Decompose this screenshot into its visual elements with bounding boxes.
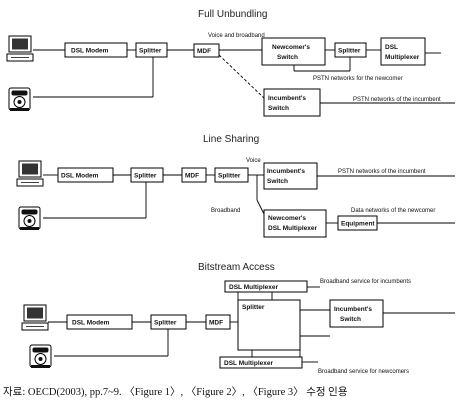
line-sharing-title: Line Sharing [203,134,259,145]
incumbents-switch-box: Incumbent's Switch [263,88,321,117]
computer-icon [16,160,44,187]
mdf-label: MDF [185,173,199,180]
newcomers-switch-label-line1: Newcomer's [272,44,310,51]
incumbents-switch-label-line1: Incumbent's [267,168,305,175]
splitter-box: Splitter [334,42,367,58]
mdf-box: MDF [181,167,207,183]
newcomers-switch-box: Newcomer's Switch [261,37,326,66]
splitter-label: Splitter [134,173,157,180]
dsl-multiplexer-bottom-box: DSL Multiplexer [219,356,303,369]
computer-icon [21,304,49,331]
newcomers-dsl-multiplexer-label-line2: DSL Multiplexer [268,225,317,232]
pstn-incumbent-label: PSTN networks of the incumbent [338,169,426,175]
data-newcomer-label: Data networks of the newcomer [351,208,435,214]
incumbents-switch-box: Incumbent's Switch [329,299,384,328]
full-unbundling-title: Full Unbundling [198,9,268,20]
incumbents-switch-label-line2: Switch [268,105,289,112]
dsl-modem-box: DSL Modem [64,42,128,58]
voice-and-broadband-label: Voice and broadband [208,33,265,39]
incumbents-switch-label-line1: Incumbent's [268,95,306,102]
lines [43,174,455,224]
bitstream-splitter-box: Splitter [237,299,301,351]
splitter-label: Splitter [242,304,265,311]
voice-label: Voice [246,158,261,164]
splitter-label: Splitter [139,48,162,55]
mdf-label: MDF [209,320,223,327]
dsl-modem-label: DSL Modem [71,48,109,55]
broadband-newcomers-label: Broadband service for newcomers [318,369,409,375]
dsl-multiplexer-label-line2: Multiplexer [385,54,420,61]
bitstream-access-title: Bitstream Access [198,262,275,273]
source-caption: 자료: OECD(2003), pp.7~9. 〈Figure 1〉, 〈Fig… [3,387,348,398]
incumbents-switch-label-line2: Switch [267,178,288,185]
incumbents-switch-box: Incumbent's Switch [263,162,318,190]
dsl-modem-box: DSL Modem [57,167,114,183]
equipment-box: Equipment [337,215,378,231]
telephone-icon [18,206,41,231]
dsl-modem-box: DSL Modem [66,314,133,330]
telephone-icon [29,344,52,369]
newcomers-dsl-multiplexer-label-line1: Newcomer's [268,215,306,222]
incumbents-switch-label-line2: Switch [340,316,361,323]
mdf-box: MDF [205,314,231,330]
splitter-box: Splitter [130,167,164,183]
bitstream-access-diagram: Bitstream Access DSL Modem Spli [21,262,455,375]
pstn-incumbent-label: PSTN networks of the incumbent [353,97,441,103]
dsl-multiplexer-label: DSL Multiplexer [229,284,278,291]
dsl-multiplexer-box: DSL Multiplexer [380,37,426,66]
mdf-box: MDF [193,43,220,58]
telephone-icon [8,87,31,112]
lines [33,49,455,104]
computer-icon [6,35,34,62]
splitter-box: Splitter [150,314,187,330]
incumbents-switch-label-line1: Incumbent's [334,306,372,313]
splitter-box: Splitter [214,167,249,183]
lines [48,286,455,363]
newcomers-switch-label-line2: Switch [277,54,298,61]
splitter-box: Splitter [135,42,168,58]
line-sharing-diagram: Line Sharing DSL Modem Splitter [16,134,455,238]
full-unbundling-diagram: Full Unbundling DSL Modem Splitter [6,9,455,117]
mdf-label: MDF [197,48,211,55]
equipment-label: Equipment [341,221,375,228]
splitter-label: Splitter [338,48,361,55]
broadband-incumbents-label: Broadband service for incumbents [320,279,411,285]
broadband-label: Broadband [211,208,240,214]
dsl-modem-label: DSL Modem [61,173,99,180]
dsl-multiplexer-top-box: DSL Multiplexer [224,280,308,293]
newcomers-dsl-multiplexer-box: Newcomer's DSL Multiplexer [263,209,327,238]
pstn-newcomer-label: PSTN networks for the newcomer [313,76,403,82]
splitter-label: Splitter [154,320,177,327]
splitter-label: Splitter [218,173,241,180]
dsl-modem-label: DSL Modem [72,320,110,327]
dsl-multiplexer-label: DSL Multiplexer [224,360,273,367]
dsl-multiplexer-label-line1: DSL [385,44,398,51]
